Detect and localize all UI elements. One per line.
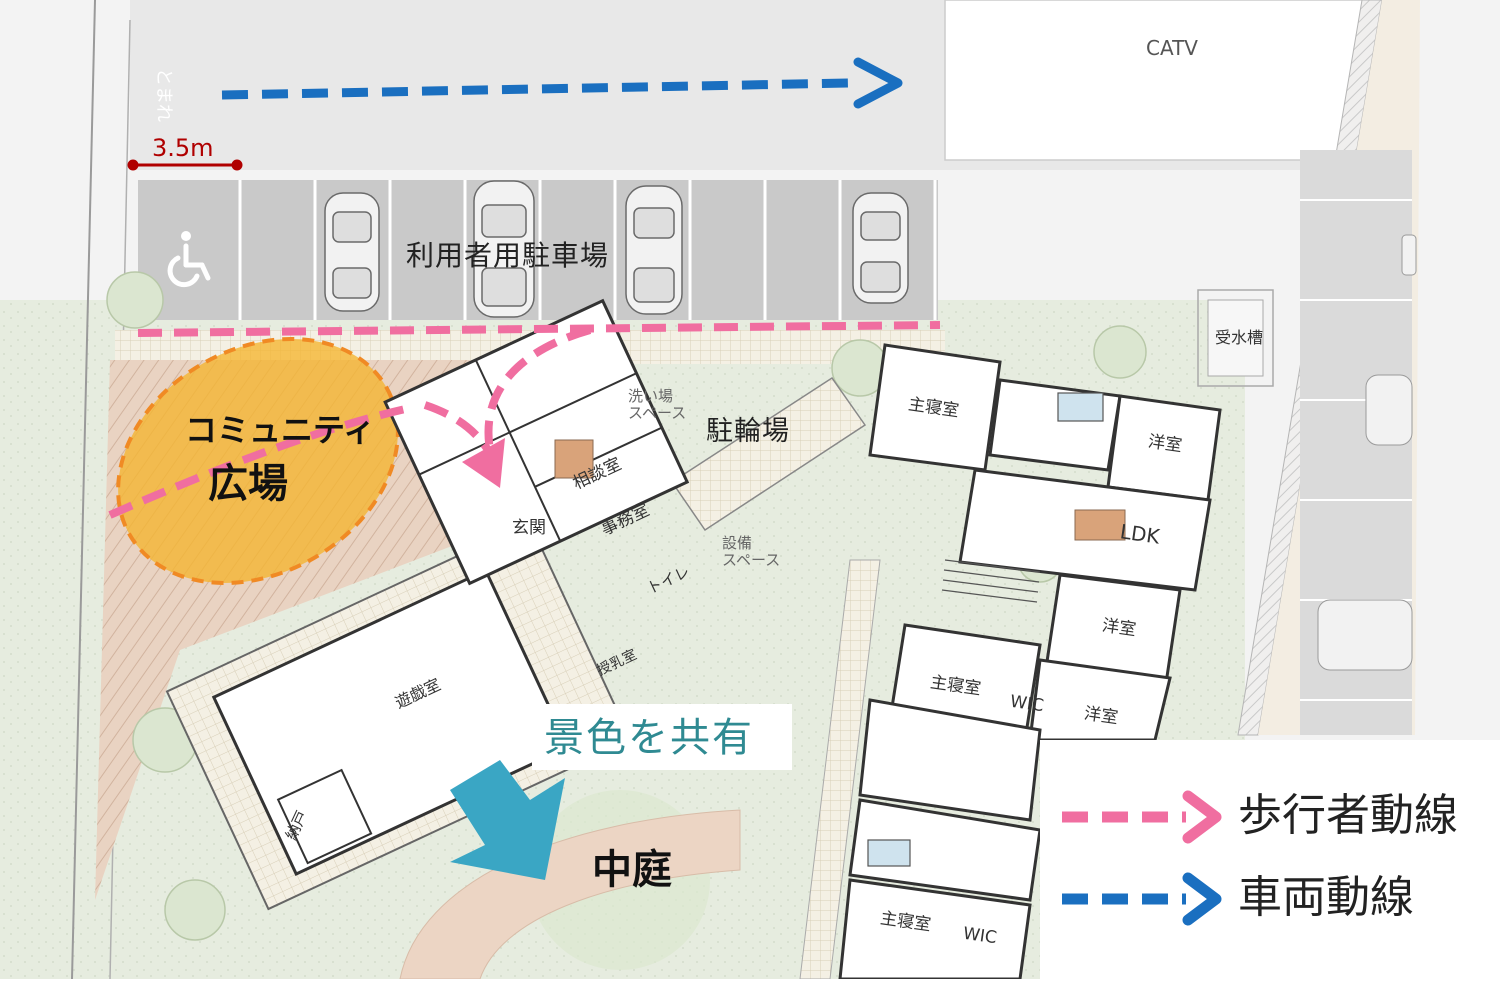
vehicle-flow-arrow bbox=[221, 57, 903, 109]
western-room-3-label: 洋室 bbox=[1082, 703, 1120, 729]
view-share-label: 景色を共有 bbox=[544, 715, 754, 761]
wic-2-label: WIC bbox=[961, 923, 999, 949]
dimension-label: 3.5m bbox=[152, 134, 214, 162]
pedestrian-flow-arrow bbox=[108, 321, 941, 519]
western-room-1-label: 洋室 bbox=[1146, 431, 1184, 457]
car-icon bbox=[473, 180, 535, 318]
stop-road-marking: とまれ bbox=[153, 68, 174, 122]
washing-area-sub: スペース bbox=[628, 404, 687, 422]
equipment-area-sub: スペース bbox=[722, 551, 781, 569]
western-room-2-label: 洋室 bbox=[1100, 615, 1138, 641]
community-square-subtitle: 広場 bbox=[208, 461, 288, 507]
community-facility bbox=[165, 298, 690, 911]
entrance-label: 玄関 bbox=[512, 518, 546, 538]
vehicle-legend-arrow bbox=[1062, 872, 1222, 926]
dining-table bbox=[1074, 509, 1126, 541]
car-icon bbox=[324, 192, 380, 312]
washing-area-label: 洗い場 bbox=[628, 387, 674, 405]
wic-1-label: WIC bbox=[1008, 691, 1046, 717]
bicycle-parking bbox=[670, 376, 867, 532]
parking-label: 利用者用駐車場 bbox=[406, 239, 610, 272]
legend-pedestrian: 歩行者動線 bbox=[1040, 782, 1500, 852]
legend: 歩行者動線 車両動線 bbox=[1040, 740, 1500, 979]
water-tank-label: 受水槽 bbox=[1215, 328, 1264, 347]
wheelchair-icon bbox=[167, 231, 211, 288]
catv-label: CATV bbox=[1146, 36, 1198, 60]
water-tank bbox=[1197, 289, 1274, 387]
courtyard-label: 中庭 bbox=[592, 847, 672, 893]
dimension-marker bbox=[127, 159, 243, 171]
parking-lot bbox=[138, 180, 938, 320]
view-arrow bbox=[450, 760, 565, 880]
legend-pedestrian-label: 歩行者動線 bbox=[1238, 790, 1458, 841]
legend-vehicle-label: 車両動線 bbox=[1238, 872, 1414, 923]
pedestrian-arrowhead bbox=[462, 438, 505, 488]
community-square-title: コミュニティ bbox=[185, 411, 376, 449]
consultation-table bbox=[554, 439, 594, 479]
catv-area bbox=[944, 0, 1366, 161]
legend-vehicle: 車両動線 bbox=[1040, 864, 1500, 934]
equipment-area-label: 設備 bbox=[722, 534, 753, 552]
community-square bbox=[116, 337, 400, 585]
ldk-label: LDK bbox=[1118, 519, 1162, 549]
car-icon bbox=[852, 192, 909, 304]
bicycle-parking-label: 駐輪場 bbox=[706, 416, 790, 447]
pedestrian-legend-arrow bbox=[1062, 790, 1222, 844]
view-share-box: 景色を共有 bbox=[532, 704, 792, 770]
car-icon bbox=[625, 185, 683, 315]
